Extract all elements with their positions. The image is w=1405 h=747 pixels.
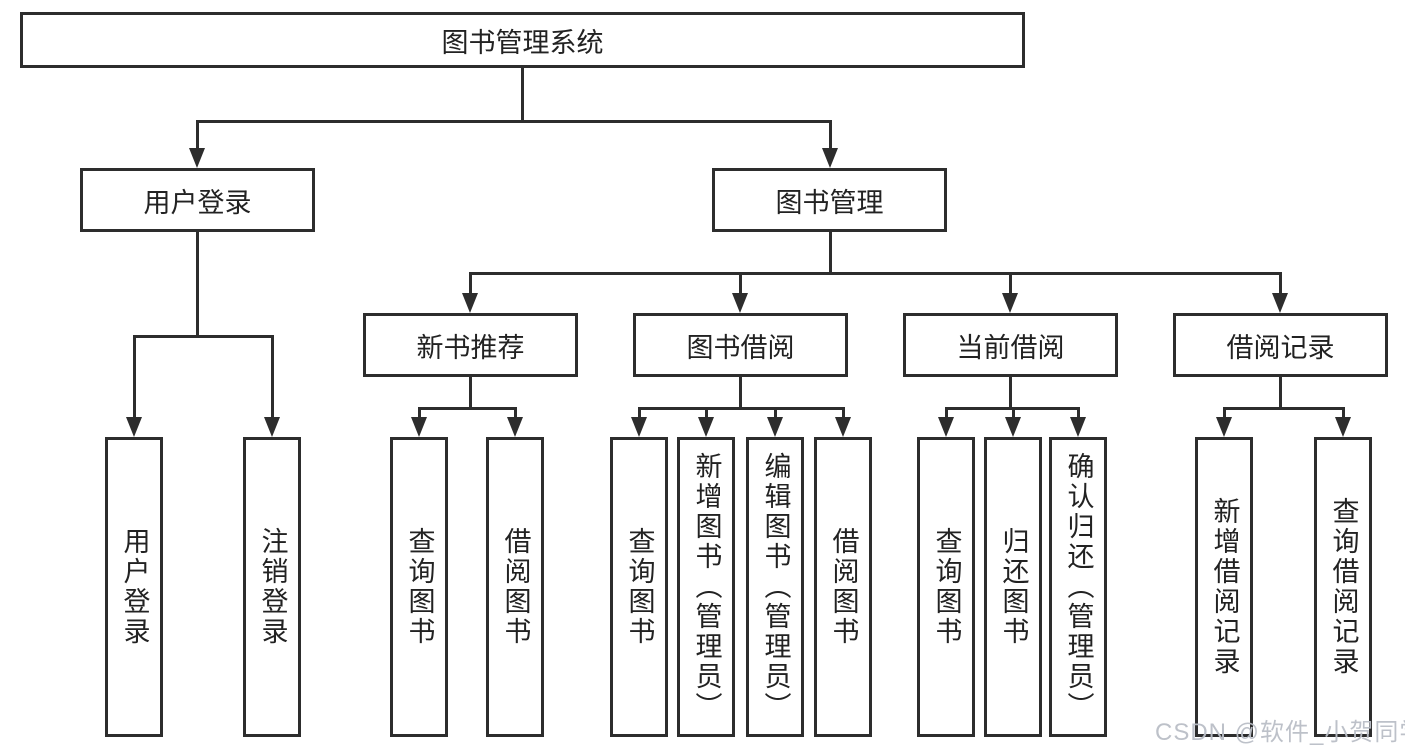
- connector-drop-login: [132, 335, 136, 419]
- connector-book-management-stub: [828, 232, 832, 275]
- node-return-books-label: 归还图书: [998, 527, 1029, 647]
- connector-drop-leaf: [773, 407, 777, 419]
- arrowhead-new-book-icon: [462, 293, 478, 313]
- node-edit-books-admin: 编辑图书（管理员）: [746, 437, 804, 737]
- node-edit-books-admin-label: 编辑图书（管理员）: [760, 452, 791, 722]
- arrowhead-leaf-icon: [1005, 417, 1021, 437]
- node-query-books-borrowing: 查询图书: [610, 437, 668, 737]
- node-user-login-label: 用户登录: [143, 187, 252, 218]
- connector-current-borrow-stub: [1008, 377, 1012, 410]
- node-book-borrowing: 图书借阅: [633, 313, 848, 377]
- connector-borrow-records-stub: [1278, 377, 1282, 410]
- node-borrow-books-recommend-label: 借阅图书: [500, 527, 531, 647]
- connector-drop-new-book: [468, 272, 472, 297]
- arrowhead-book-management-icon: [822, 148, 838, 168]
- arrowhead-leaf-icon: [507, 417, 523, 437]
- connector-drop-leaf: [841, 407, 845, 419]
- connector-drop-leaf: [1011, 407, 1015, 419]
- arrowhead-leaf-icon: [767, 417, 783, 437]
- node-confirm-return-admin-label: 确认归还（管理员）: [1063, 452, 1094, 722]
- node-query-books-current-label: 查询图书: [931, 527, 962, 647]
- node-book-management: 图书管理: [712, 168, 947, 232]
- node-borrowing-records: 借阅记录: [1173, 313, 1388, 377]
- node-book-management-label: 图书管理: [775, 187, 884, 218]
- connector-root-stub: [521, 68, 524, 122]
- connector-book-borrow-stub: [738, 377, 742, 410]
- node-user-login: 用户登录: [80, 168, 315, 232]
- connector-new-book-stub: [468, 377, 472, 410]
- node-query-borrow-record: 查询借阅记录: [1314, 437, 1372, 737]
- node-query-borrow-record-label: 查询借阅记录: [1328, 497, 1359, 677]
- connector-drop-leaf: [1222, 407, 1226, 419]
- arrowhead-leaf-icon: [1070, 417, 1086, 437]
- arrowhead-leaf-icon: [938, 417, 954, 437]
- node-new-book-recommend: 新书推荐: [363, 313, 578, 377]
- arrowhead-leaf-icon: [1335, 417, 1351, 437]
- arrowhead-leaf-icon: [411, 417, 427, 437]
- arrowhead-leaf-icon: [835, 417, 851, 437]
- connector-drop-leaf: [417, 407, 421, 419]
- connector-drop-current-borrow: [1008, 272, 1012, 297]
- connector-drop-book-borrow: [738, 272, 742, 297]
- node-add-borrow-record: 新增借阅记录: [1195, 437, 1253, 737]
- connector-drop-logout: [270, 335, 274, 419]
- connector-level1-bus: [195, 120, 832, 123]
- node-query-books-recommend-label: 查询图书: [404, 527, 435, 647]
- node-add-borrow-record-label: 新增借阅记录: [1209, 497, 1240, 677]
- connector-drop-borrow-records: [1278, 272, 1282, 297]
- arrowhead-current-borrow-icon: [1002, 293, 1018, 313]
- node-current-borrowing-label: 当前借阅: [956, 332, 1065, 363]
- node-logout-action-label: 注销登录: [257, 527, 288, 647]
- connector-drop-leaf: [704, 407, 708, 419]
- arrowhead-logout-icon: [264, 417, 280, 437]
- connector-user-login-bus: [132, 335, 274, 338]
- node-user-login-action: 用户登录: [105, 437, 163, 737]
- arrowhead-leaf-icon: [1216, 417, 1232, 437]
- connector-new-book-bus: [417, 407, 517, 410]
- arrowhead-borrow-records-icon: [1272, 293, 1288, 313]
- connector-drop-leaf: [1076, 407, 1080, 419]
- node-query-books-current: 查询图书: [917, 437, 975, 737]
- connector-drop-leaf: [1341, 407, 1345, 419]
- arrowhead-user-login-icon: [189, 148, 205, 168]
- node-borrow-books-label: 借阅图书: [828, 527, 859, 647]
- node-borrowing-records-label: 借阅记录: [1226, 332, 1335, 363]
- watermark: CSDN @软件_小贺同学: [1155, 719, 1405, 746]
- connector-borrow-records-bus: [1222, 407, 1345, 410]
- node-add-books-admin: 新增图书（管理员）: [677, 437, 735, 737]
- node-query-books-borrowing-label: 查询图书: [624, 527, 655, 647]
- node-borrow-books-recommend: 借阅图书: [486, 437, 544, 737]
- connector-drop-user-login: [195, 120, 199, 150]
- arrowhead-leaf-icon: [698, 417, 714, 437]
- arrowhead-login-icon: [126, 417, 142, 437]
- connector-level2-bus: [468, 272, 1282, 275]
- arrowhead-leaf-icon: [631, 417, 647, 437]
- connector-user-login-stub: [195, 232, 199, 338]
- connector-book-borrow-bus: [637, 407, 845, 410]
- node-user-login-action-label: 用户登录: [119, 527, 150, 647]
- connector-drop-leaf: [513, 407, 517, 419]
- node-return-books: 归还图书: [984, 437, 1042, 737]
- connector-drop-leaf: [637, 407, 641, 419]
- node-new-book-recommend-label: 新书推荐: [416, 332, 525, 363]
- node-query-books-recommend: 查询图书: [390, 437, 448, 737]
- node-current-borrowing: 当前借阅: [903, 313, 1118, 377]
- node-library-system-label: 图书管理系统: [441, 27, 604, 58]
- node-add-books-admin-label: 新增图书（管理员）: [691, 452, 722, 722]
- node-logout-action: 注销登录: [243, 437, 301, 737]
- arrowhead-book-borrow-icon: [732, 293, 748, 313]
- node-confirm-return-admin: 确认归还（管理员）: [1049, 437, 1107, 737]
- node-borrow-books: 借阅图书: [814, 437, 872, 737]
- connector-drop-leaf: [944, 407, 948, 419]
- node-library-system: 图书管理系统: [20, 12, 1025, 68]
- connector-drop-book-management: [828, 120, 832, 150]
- node-book-borrowing-label: 图书借阅: [686, 332, 795, 363]
